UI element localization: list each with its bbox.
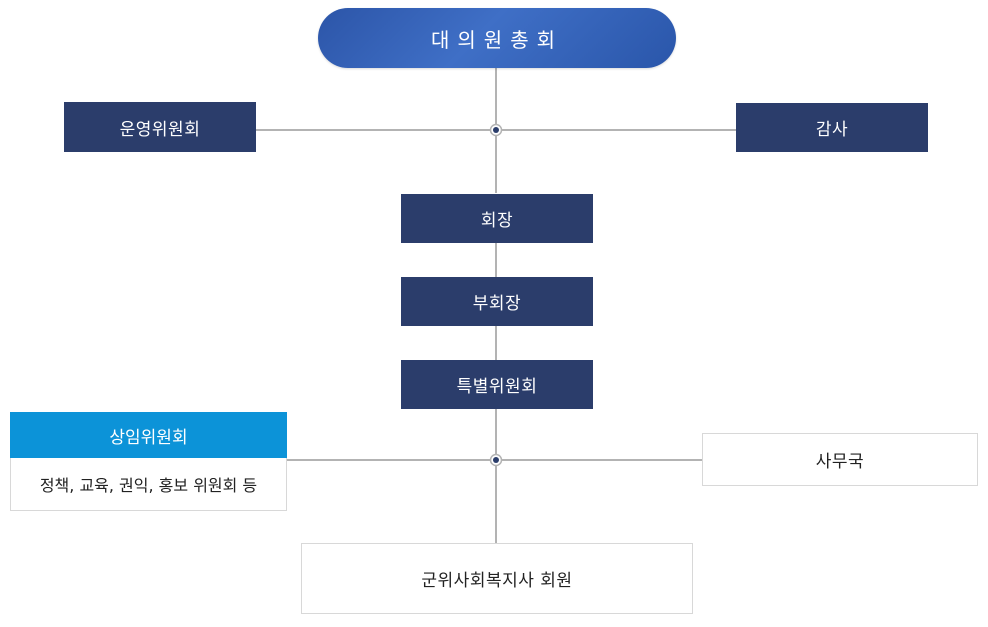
standing-committee-detail: 정책, 교육, 권익, 홍보 위원회 등 xyxy=(10,458,287,511)
secretariat-node: 사무국 xyxy=(702,433,978,486)
audit-node: 감사 xyxy=(736,103,928,152)
members-node: 군위사회복지사 회원 xyxy=(301,543,693,614)
general-assembly-node: 대의원총회 xyxy=(318,8,676,68)
president-node: 회장 xyxy=(401,194,593,243)
standing-committee-node: 상임위원회 xyxy=(10,412,287,458)
vice-president-node: 부회장 xyxy=(401,277,593,326)
special-committee-node: 특별위원회 xyxy=(401,360,593,409)
steering-committee-node: 운영위원회 xyxy=(64,102,256,152)
